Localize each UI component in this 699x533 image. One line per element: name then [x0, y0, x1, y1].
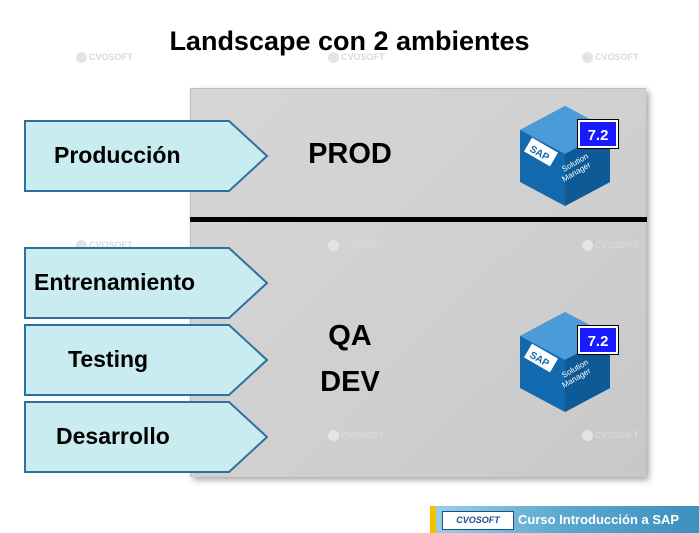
footer-stripe	[430, 506, 436, 533]
watermark: CVOSOFT	[328, 52, 385, 64]
arrow-shape-icon	[24, 401, 269, 473]
arrow-shape-icon	[24, 247, 269, 319]
watermark: CVOSOFT	[582, 52, 639, 64]
watermark-logo-icon	[328, 430, 339, 442]
watermark-logo-icon	[76, 240, 87, 252]
sap-solution-manager-icon: SAP Solution Manager 7.2	[510, 308, 630, 418]
arrow-produccion: Producción	[24, 120, 269, 194]
watermark-logo-icon	[582, 52, 593, 64]
watermark-logo-icon	[328, 240, 339, 252]
prod-label: PROD	[308, 138, 392, 170]
version-badge: 7.2	[577, 119, 619, 149]
qa-label: QA	[328, 320, 372, 352]
arrow-label: Testing	[68, 346, 149, 372]
arrow-desarrollo: Desarrollo	[24, 401, 269, 475]
dev-label: DEV	[320, 366, 380, 398]
watermark: CVOSOFT	[582, 430, 639, 442]
watermark-logo-icon	[582, 430, 593, 442]
arrow-label: Entrenamiento	[34, 269, 196, 295]
arrow-label: Producción	[54, 142, 181, 168]
watermark: CVOSOFT	[328, 430, 385, 442]
arrow-shape-icon	[24, 120, 269, 192]
arrow-shape-icon	[24, 324, 269, 396]
watermark-logo-icon	[328, 52, 339, 64]
watermark-logo-icon	[76, 52, 87, 64]
watermark: CVOSOFT	[76, 240, 133, 252]
environment-divider	[190, 217, 647, 222]
watermark: CVOSOFT	[328, 240, 385, 252]
sap-solution-manager-icon: SAP Solution Manager 7.2	[510, 102, 630, 212]
arrow-label: Desarrollo	[56, 423, 170, 449]
watermark-logo-icon	[582, 240, 593, 252]
watermark: CVOSOFT	[76, 52, 133, 64]
watermark: CVOSOFT	[582, 240, 639, 252]
version-badge: 7.2	[577, 325, 619, 355]
arrow-testing: Testing	[24, 324, 269, 398]
slide-title: Landscape con 2 ambientes	[169, 26, 530, 56]
arrow-entrenamiento: Entrenamiento	[24, 247, 269, 321]
footer-course-title: Curso Introducción a SAP	[518, 512, 680, 527]
footer-logo: CVOSOFT	[442, 511, 514, 530]
